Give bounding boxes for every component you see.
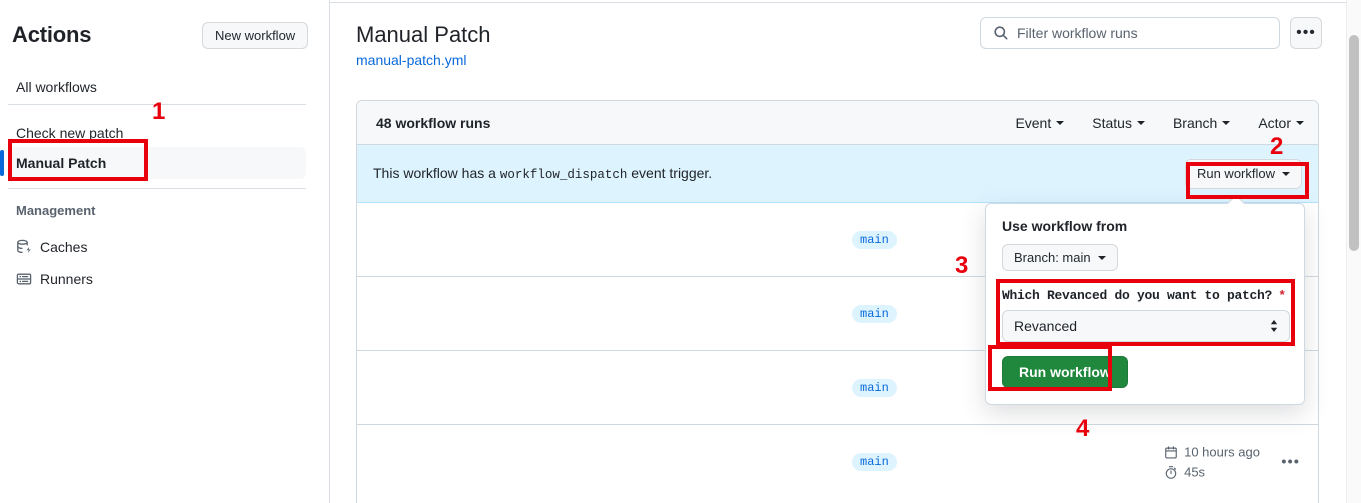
sidebar-item-label: All workflows xyxy=(16,79,97,95)
chevron-down-icon xyxy=(1097,255,1106,260)
chevron-down-icon xyxy=(1296,120,1304,125)
required-marker: * xyxy=(1279,287,1285,302)
filter-label: Status xyxy=(1092,114,1132,131)
workflow-runs-count: 48 workflow runs xyxy=(376,114,491,131)
workflow-runs-header: 48 workflow runs Event Status Branch xyxy=(357,101,1318,145)
sidebar-divider-1 xyxy=(8,104,306,105)
stopwatch-icon xyxy=(1164,465,1178,479)
sidebar-vertical-divider xyxy=(329,0,330,503)
search-box[interactable] xyxy=(980,17,1280,49)
revanced-select[interactable]: Revanced xyxy=(1002,310,1290,342)
branch-badge: main xyxy=(852,378,897,397)
dispatch-text-before: This workflow has a xyxy=(373,165,496,181)
chevron-down-icon xyxy=(1222,120,1231,125)
search-input[interactable] xyxy=(1017,25,1267,41)
kebab-icon: ••• xyxy=(1296,24,1316,41)
run-workflow-dropdown-panel: Use workflow from Branch: main Which Rev… xyxy=(985,194,1305,405)
workflow-file-link[interactable]: manual-patch.yml xyxy=(356,52,467,68)
sidebar-item-label: Check new patch xyxy=(16,125,124,141)
search-icon xyxy=(993,25,1009,41)
run-timestamp-label: 10 hours ago xyxy=(1184,444,1260,460)
revanced-select-value: Revanced xyxy=(1014,318,1078,334)
sidebar-item-caches[interactable]: Caches xyxy=(8,231,306,263)
sidebar-divider-2 xyxy=(8,188,306,189)
filter-event[interactable]: Event xyxy=(1015,114,1065,131)
sidebar-item-label: Manual Patch xyxy=(16,155,107,171)
cache-database-icon xyxy=(16,239,32,255)
sidebar-section-management: Management xyxy=(16,203,96,218)
use-workflow-from-section: Use workflow from Branch: main xyxy=(986,204,1304,283)
sidebar-item-runners[interactable]: Runners xyxy=(8,263,306,295)
chevron-down-icon xyxy=(1136,120,1145,125)
sidebar-title: Actions xyxy=(12,22,92,47)
run-workflow-button-label: Run workflow xyxy=(1196,166,1275,181)
chevron-down-icon xyxy=(1282,171,1290,176)
sidebar-item-manual-patch[interactable]: Manual Patch xyxy=(0,147,306,179)
filter-actor[interactable]: Actor xyxy=(1258,115,1304,131)
filter-label: Actor xyxy=(1258,114,1291,131)
run-meta: 10 hours ago 45s xyxy=(1164,445,1260,480)
workflow-input-label: Which Revanced do you want to patch? * xyxy=(1002,287,1288,303)
workflow-input-label-text: Which Revanced do you want to patch? xyxy=(1002,288,1273,303)
workflow-input-field: Which Revanced do you want to patch? * R… xyxy=(986,283,1304,342)
server-icon xyxy=(16,271,32,287)
sidebar: Actions New workflow All workflows Check… xyxy=(0,0,330,503)
run-timestamp: 10 hours ago xyxy=(1164,445,1260,460)
filter-group: Event Status Branch Actor xyxy=(1015,115,1304,131)
branch-badge: main xyxy=(852,230,897,249)
table-row[interactable]: main 10 hours ago xyxy=(357,425,1318,499)
dispatch-text-after: event trigger. xyxy=(631,165,713,181)
run-duration-label: 45s xyxy=(1184,464,1206,480)
stepper-icon xyxy=(1269,319,1279,333)
page-overflow-menu-button[interactable]: ••• xyxy=(1290,17,1322,49)
calendar-icon xyxy=(1164,445,1178,459)
page-title: Manual Patch xyxy=(356,22,491,47)
panel-footer: Run workflow xyxy=(986,342,1304,404)
top-divider-right xyxy=(328,2,1361,3)
new-workflow-button[interactable]: New workflow xyxy=(202,22,309,49)
branch-select-button[interactable]: Branch: main xyxy=(1002,244,1118,271)
filter-label: Branch xyxy=(1172,114,1218,131)
run-workflow-dropdown-button[interactable]: Run workflow xyxy=(1184,158,1302,189)
sidebar-item-label: Runners xyxy=(40,271,93,287)
filter-status[interactable]: Status xyxy=(1092,115,1145,131)
sidebar-item-label: Caches xyxy=(40,239,88,255)
branch-select-label: Branch: main xyxy=(1014,250,1091,265)
filter-branch[interactable]: Branch xyxy=(1172,114,1231,131)
dispatch-banner-text: This workflow has a workflow_dispatch ev… xyxy=(373,165,712,182)
workflow-dispatch-banner: This workflow has a workflow_dispatch ev… xyxy=(357,145,1318,203)
run-duration: 45s xyxy=(1164,465,1260,480)
use-workflow-from-label: Use workflow from xyxy=(1002,218,1128,234)
row-overflow-menu-button[interactable]: ••• xyxy=(1281,453,1300,471)
page-scrollbar-thumb[interactable] xyxy=(1349,35,1359,251)
branch-badge: main xyxy=(852,453,897,471)
filter-label: Event xyxy=(1015,114,1052,131)
sidebar-item-check-new-patch[interactable]: Check new patch xyxy=(8,117,306,149)
submit-run-workflow-button[interactable]: Run workflow xyxy=(1002,356,1128,388)
dispatch-event-code: workflow_dispatch xyxy=(499,168,628,182)
branch-badge: main xyxy=(852,304,897,323)
sidebar-item-all-workflows[interactable]: All workflows xyxy=(8,71,306,103)
chevron-down-icon xyxy=(1056,120,1065,125)
